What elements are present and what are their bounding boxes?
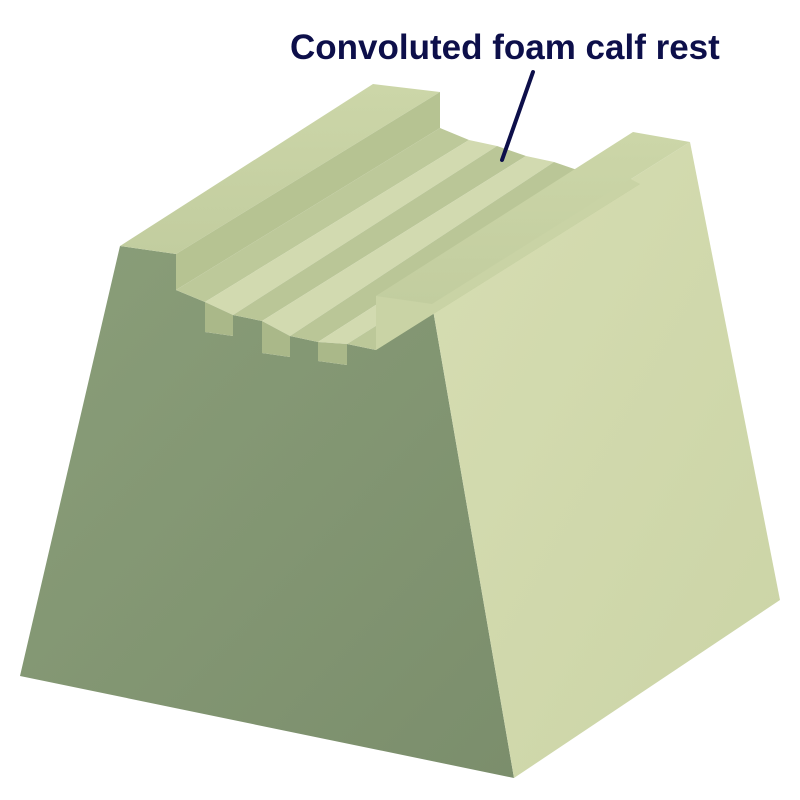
callout-leader-line: [500, 70, 535, 162]
groove-floor-1: [176, 128, 469, 302]
top-left-shelf: [120, 84, 440, 254]
ridge-3-wall: [318, 342, 347, 365]
callout-label: Convoluted foam calf rest: [290, 28, 720, 67]
groove-floor-2: [233, 146, 526, 321]
ridge-2-top: [262, 156, 554, 336]
groove-floor-3: [290, 162, 583, 342]
top-right-shelf: [376, 132, 690, 304]
block-right-face: [432, 142, 780, 778]
block-front-face: [20, 246, 514, 778]
top-left-shelf-wall: [176, 92, 440, 290]
ridge-2-wall: [262, 321, 290, 357]
ridge-1-top: [205, 140, 497, 315]
ridge-1-wall: [205, 302, 233, 336]
